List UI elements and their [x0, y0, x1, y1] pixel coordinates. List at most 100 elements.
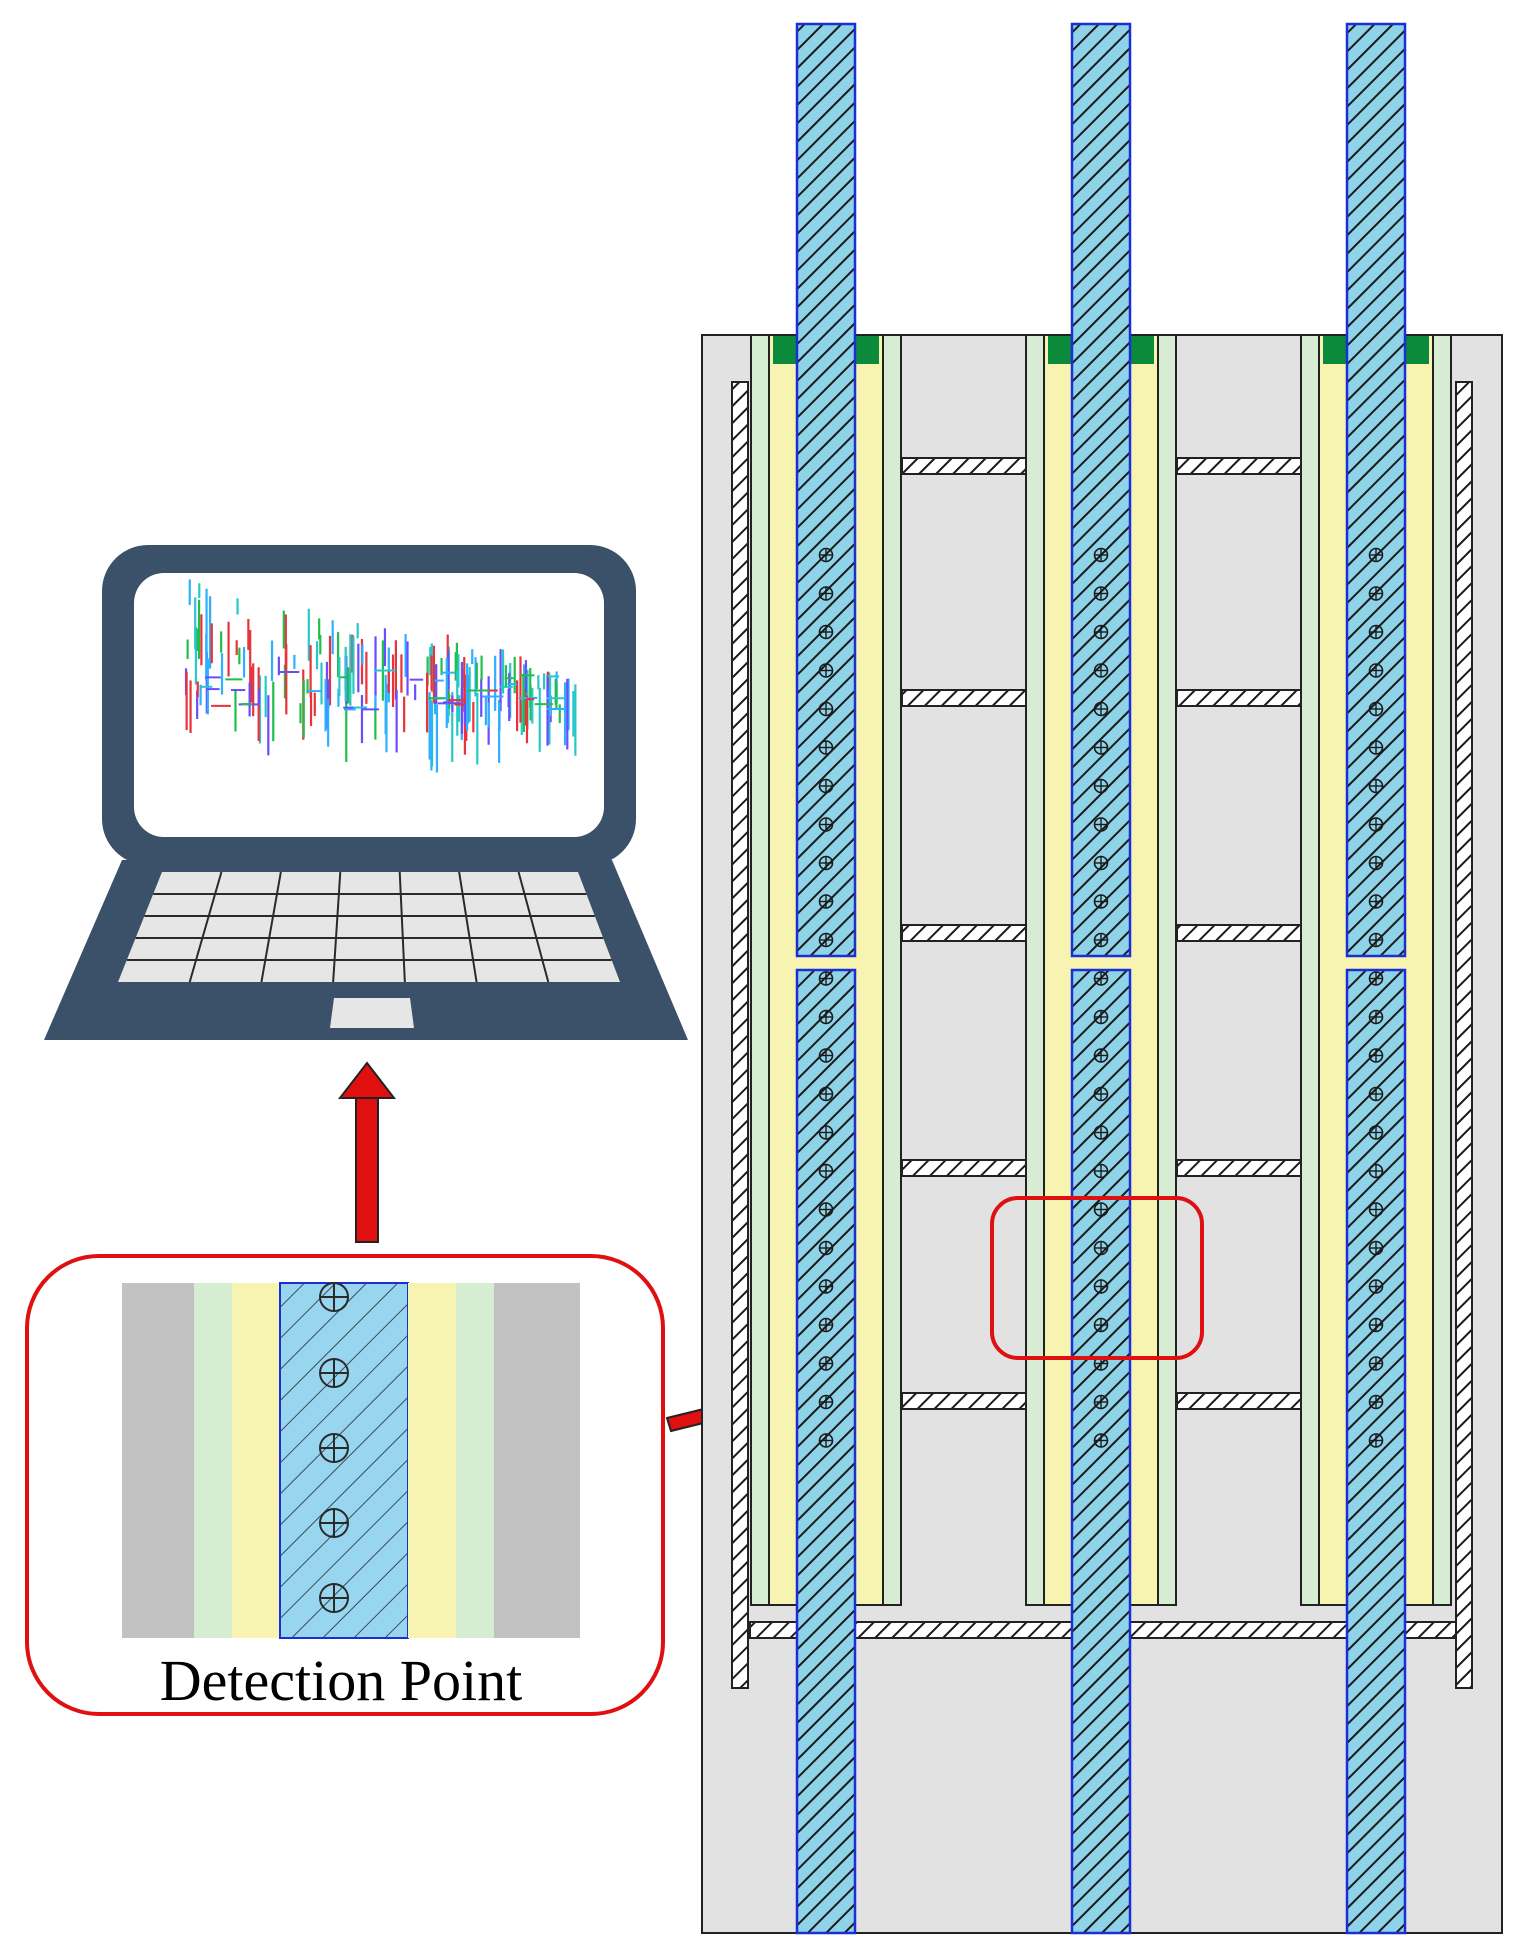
rebar-sensor: [818, 855, 834, 871]
keyboard-col-line: [188, 871, 223, 983]
rebar-sensor: [1093, 1202, 1109, 1217]
rebar-sensor: [1368, 701, 1384, 717]
rebar-sensor: [1093, 894, 1109, 909]
keyboard-col-line: [458, 871, 478, 983]
rebar-sensor: [1093, 1009, 1109, 1025]
rebar-sensor: [1368, 778, 1384, 794]
inset-green-right: [456, 1283, 494, 1638]
rebar-sensor: [818, 547, 834, 563]
rebar-sensor: [1093, 1394, 1109, 1410]
rebar-sensor: [1093, 971, 1109, 986]
tie-bar: [1176, 689, 1302, 707]
inset-gray-left: [122, 1283, 194, 1638]
sensor-icon: [319, 1433, 349, 1463]
rebar-sensor: [1368, 740, 1384, 755]
rebar-sensor: [1368, 932, 1384, 948]
up-arrow-to-laptop: [337, 1061, 397, 1243]
outer-stirrup-right: [1455, 381, 1473, 1689]
rebar-sensor-markers: [818, 547, 1384, 1448]
rebar-sensor: [818, 1356, 834, 1371]
inset-green-left: [194, 1283, 232, 1638]
detection-point-inset: Detection Point: [25, 1254, 665, 1716]
rebar-sensor: [1093, 817, 1109, 832]
rebar-sensor: [1093, 1163, 1109, 1179]
rebar-sensor: [818, 663, 834, 678]
rebar-sensor: [1093, 701, 1109, 717]
rebar-sensor: [818, 1009, 834, 1025]
rebar-sensor: [1368, 1394, 1384, 1410]
inset-rebar: [279, 1282, 409, 1639]
horizontal-ties: [901, 457, 1302, 1410]
tie-bar: [1176, 924, 1302, 942]
inset-sensor-markers: [319, 1282, 349, 1613]
rebar-sensor: [818, 932, 834, 948]
scatter-plot-on-screen: [184, 579, 577, 773]
sensor-icon: [319, 1282, 349, 1312]
rebar-sensor: [1368, 547, 1384, 563]
rebar-sensor: [818, 701, 834, 717]
tie-bar: [1176, 457, 1302, 475]
laptop-touchpad: [330, 998, 414, 1028]
rebar-sensor: [1368, 971, 1384, 986]
rebar-lower-segment: [795, 968, 857, 1935]
rebar-sensor: [818, 624, 834, 640]
tie-bar: [901, 1392, 1027, 1410]
rebar-upper-segment: [795, 22, 857, 958]
rebar-sensor: [818, 1086, 834, 1102]
rebar-sensor: [1093, 586, 1109, 601]
sensor-icon: [319, 1508, 349, 1538]
rebar-sensor: [818, 778, 834, 794]
tie-bar: [901, 457, 1027, 475]
rebar-sensor: [1368, 894, 1384, 909]
rebar-sensor: [818, 971, 834, 986]
rebar-sensor: [818, 894, 834, 909]
rebar-sensor: [1368, 586, 1384, 601]
rebar-sensor: [1368, 1009, 1384, 1025]
rebar-sensor: [1093, 778, 1109, 794]
keyboard-col-line: [332, 871, 342, 983]
column-cross-section: [701, 22, 1503, 1935]
rebar-sensor: [1093, 1048, 1109, 1063]
rebar-sensor: [818, 1240, 834, 1256]
sensor-icon: [319, 1583, 349, 1613]
inset-yellow-left: [232, 1283, 280, 1638]
tie-bar: [901, 1159, 1027, 1177]
outer-stirrup-left: [731, 381, 749, 1689]
rebar-sensor: [1368, 817, 1384, 832]
rebar-sensor: [1368, 855, 1384, 871]
tie-bar: [1176, 1392, 1302, 1410]
rebar-sensor: [818, 1433, 834, 1448]
rebar-sensor: [1368, 1433, 1384, 1448]
rebar-sensor: [1368, 624, 1384, 640]
keyboard-col-line: [260, 871, 282, 983]
rebar-sensor: [818, 1394, 834, 1410]
rebar-sensor: [1368, 1048, 1384, 1063]
rebar-sensor: [1368, 663, 1384, 678]
rebar-sensor: [818, 1048, 834, 1063]
keyboard-col-line: [517, 871, 550, 983]
laptop-icon: [44, 545, 688, 1040]
rebar-sensor: [1368, 1317, 1384, 1333]
rebar-sensor: [1093, 1433, 1109, 1448]
rebar-upper-segment: [1070, 22, 1132, 958]
rebar-sensor: [1368, 1086, 1384, 1102]
keyboard-keys: [126, 871, 612, 983]
rebar-sensor: [818, 740, 834, 755]
laptop-screen-display: [134, 573, 604, 837]
sensor-icon: [319, 1358, 349, 1388]
rebar-sensor: [1368, 1125, 1384, 1140]
rebar-sensor: [1093, 547, 1109, 563]
rebar-sensor: [1368, 1240, 1384, 1256]
rebar-sensor: [1093, 932, 1109, 948]
inset-yellow-right: [408, 1283, 456, 1638]
inset-gray-right: [494, 1283, 580, 1638]
rebar-sensor: [1093, 663, 1109, 678]
rebar-sensor: [818, 1163, 834, 1179]
rebar-upper-segment: [1345, 22, 1407, 958]
rebar-sensor: [818, 1279, 834, 1294]
rebar-sensor: [818, 586, 834, 601]
detection-highlight-box: [990, 1196, 1204, 1360]
rebar-sensor: [1368, 1163, 1384, 1179]
